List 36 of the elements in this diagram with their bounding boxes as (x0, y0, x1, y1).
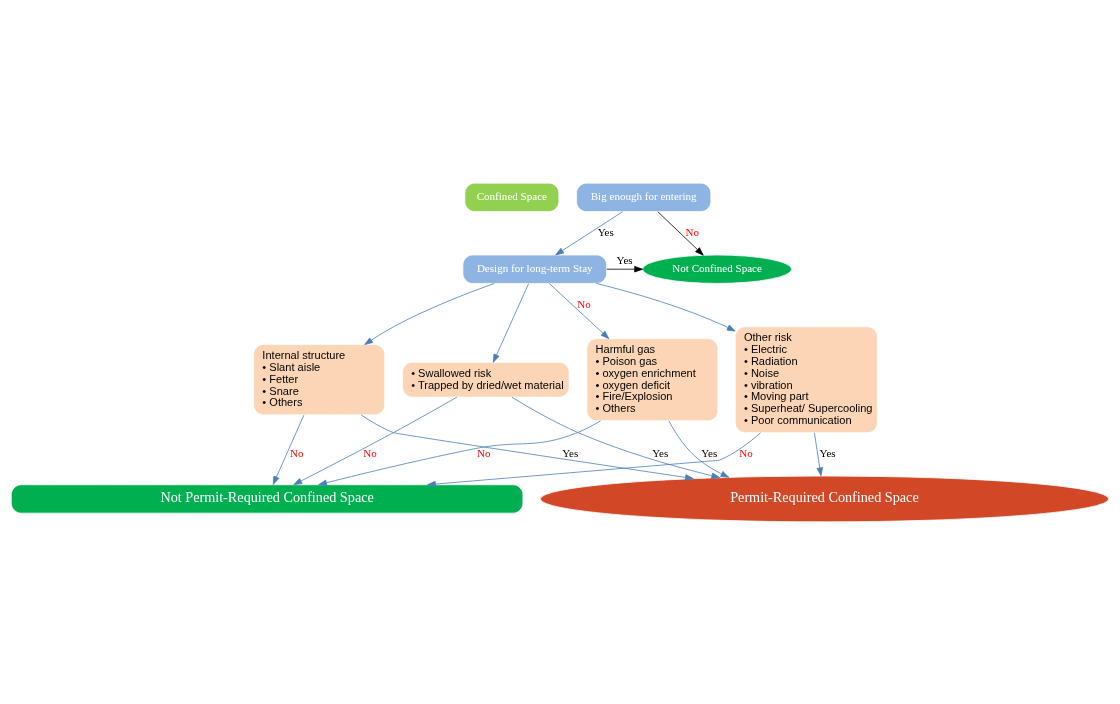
node-box: Confined Space (464, 182, 560, 212)
node-box: Internal structure • Slant aisle • Fetter • Snare • Others (253, 343, 386, 415)
edge-label: No (739, 446, 753, 459)
edge-label: Yes (616, 253, 633, 266)
edge-label: No (685, 225, 699, 238)
edge-label: No (363, 446, 377, 459)
edge-label: No (477, 446, 491, 459)
arrow (511, 396, 721, 479)
arrow (272, 414, 305, 485)
edge-label: No (577, 297, 591, 310)
edge-label: Yes (819, 446, 836, 459)
arrow (318, 419, 601, 486)
node-box: Other risk • Electric • Radiation • Noise • vibration • Moving part • Superheat/ Supercooling • Poor communication (734, 325, 878, 433)
arrow (814, 431, 823, 476)
node-box: • Swallowed risk • Trapped by dried/wet material (402, 361, 570, 397)
edge-label: Yes (597, 225, 614, 238)
arrow (555, 210, 624, 255)
arrow (492, 282, 530, 363)
arrow (364, 282, 495, 345)
edge-label: Yes (652, 446, 669, 459)
edge-label: Yes (562, 446, 579, 459)
edge-label: Yes (701, 446, 718, 459)
node-box: Design for long-term Stay (462, 254, 607, 284)
arrow (360, 414, 694, 481)
edge-label: No (289, 446, 304, 459)
node-box: Big enough for entering (576, 182, 712, 212)
node-box: Harmful gas • Poison gas • oxygen enrichment • oxygen deficit • Fire/Explosion • Others (586, 337, 719, 421)
node-box: Not Permit-Required Confined Space (10, 483, 524, 514)
arrow (606, 265, 643, 272)
node-ellipse: Not Confined Space (642, 254, 793, 284)
arrow (668, 420, 730, 478)
arrow (293, 396, 458, 485)
arrow (549, 282, 610, 339)
arrow (596, 282, 736, 331)
arrow (427, 431, 762, 487)
arrow (657, 210, 704, 256)
